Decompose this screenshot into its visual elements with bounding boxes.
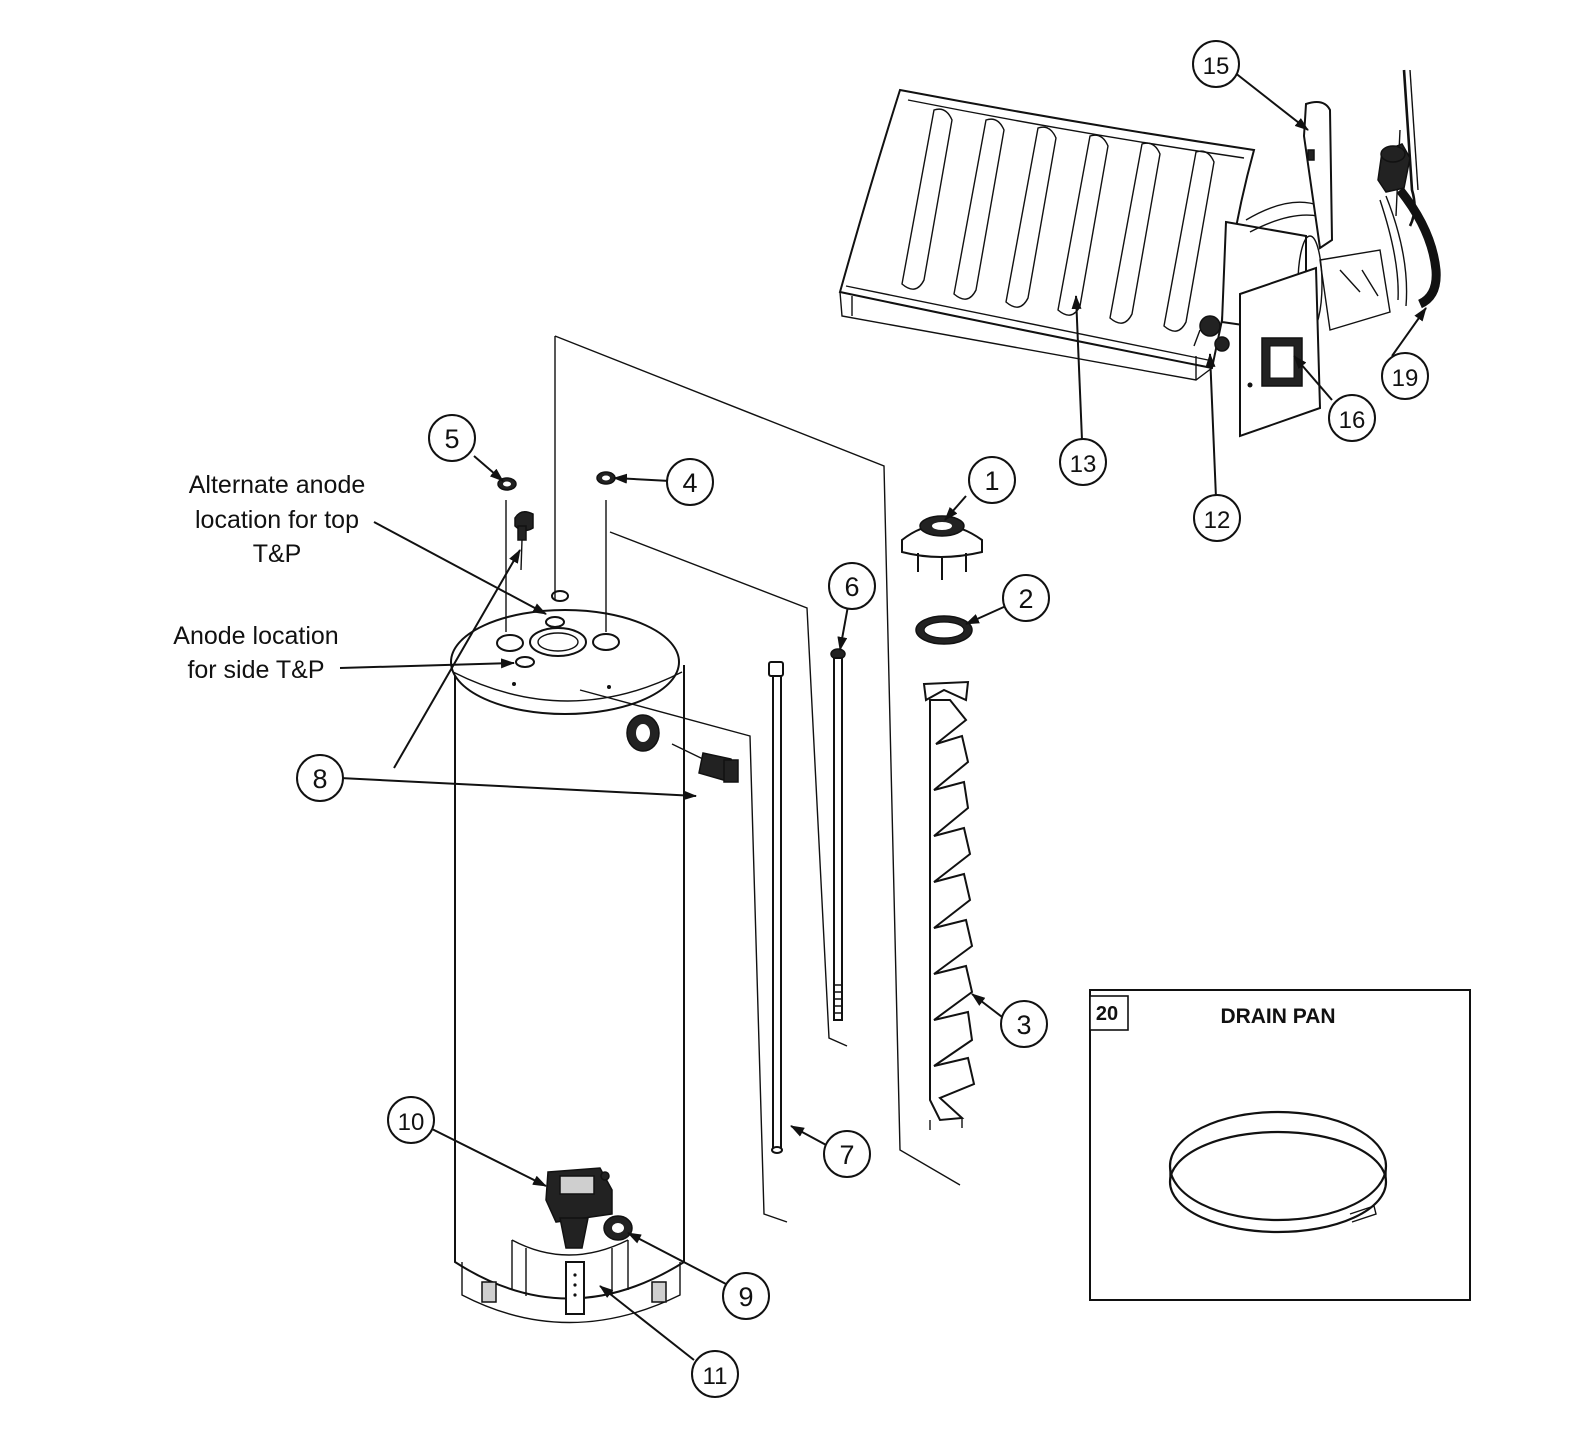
callout-12: 12 xyxy=(1193,494,1241,542)
note-alternate-anode-line3: T&P xyxy=(253,540,302,568)
callout-9: 9 xyxy=(722,1272,770,1320)
callout-7-label: 7 xyxy=(839,1140,854,1170)
flue-baffle xyxy=(922,680,976,1130)
callout-6: 6 xyxy=(828,562,876,610)
callout-2: 2 xyxy=(1002,574,1050,622)
tp-relief-valve-side xyxy=(671,743,739,783)
leader-lines xyxy=(339,71,1427,1361)
note-alternate-anode: Alternate anode location for top T&P xyxy=(189,471,366,568)
callout-16-label: 16 xyxy=(1339,407,1366,434)
callout-6-label: 6 xyxy=(844,572,859,602)
note-alternate-anode-line2: location for top xyxy=(195,506,359,534)
note-side-anode-line1: Anode location xyxy=(173,622,338,650)
callout-15-label: 15 xyxy=(1203,53,1230,80)
note-side-anode-line2: for side T&P xyxy=(187,656,324,684)
callout-8: 8 xyxy=(296,754,344,802)
callout-8-label: 8 xyxy=(312,764,327,794)
heat-trap-nipple xyxy=(596,471,616,632)
callout-10: 10 xyxy=(387,1096,435,1144)
callout-10-label: 10 xyxy=(398,1109,425,1136)
callout-12-label: 12 xyxy=(1204,507,1231,534)
callout-3-label: 3 xyxy=(1016,1010,1031,1040)
callout-19-label: 19 xyxy=(1392,365,1419,392)
anode-rod xyxy=(768,661,784,1154)
exploded-view-guide-lines xyxy=(554,335,961,1223)
callout-16: 16 xyxy=(1328,394,1376,442)
flue-baffle-hanger xyxy=(901,515,983,580)
callout-5: 5 xyxy=(428,414,476,462)
callout-4: 4 xyxy=(666,458,714,506)
drain-valve xyxy=(603,1215,633,1241)
tp-relief-valve-top xyxy=(497,477,534,632)
callout-7: 7 xyxy=(823,1130,871,1178)
drain-pan-ring xyxy=(1168,1110,1388,1234)
callout-9-label: 9 xyxy=(738,1282,753,1312)
callout-19: 19 xyxy=(1381,352,1429,400)
callout-13-label: 13 xyxy=(1070,451,1097,478)
callout-11: 11 xyxy=(691,1350,739,1398)
callout-2-label: 2 xyxy=(1018,584,1033,614)
gas-control-valve xyxy=(545,1167,613,1315)
drain-pan-title: DRAIN PAN xyxy=(1220,1005,1335,1028)
drain-pan-box: 20 DRAIN PAN xyxy=(1089,989,1471,1301)
callout-15: 15 xyxy=(1192,40,1240,88)
callout-11-label: 11 xyxy=(703,1363,728,1390)
burner-assembly xyxy=(838,69,1441,438)
callout-1: 1 xyxy=(968,456,1016,504)
note-side-anode: Anode location for side T&P xyxy=(173,622,338,684)
note-alternate-anode-line1: Alternate anode xyxy=(189,471,366,499)
callout-1-label: 1 xyxy=(984,466,999,496)
callout-4-label: 4 xyxy=(682,468,697,498)
callout-3: 3 xyxy=(1000,1000,1048,1048)
flue-gasket xyxy=(915,615,973,645)
drain-pan-number: 20 xyxy=(1096,1003,1118,1025)
callout-5-label: 5 xyxy=(444,424,459,454)
callout-13: 13 xyxy=(1059,438,1107,486)
dip-tube xyxy=(830,648,846,1021)
water-heater-tank xyxy=(450,590,685,1324)
